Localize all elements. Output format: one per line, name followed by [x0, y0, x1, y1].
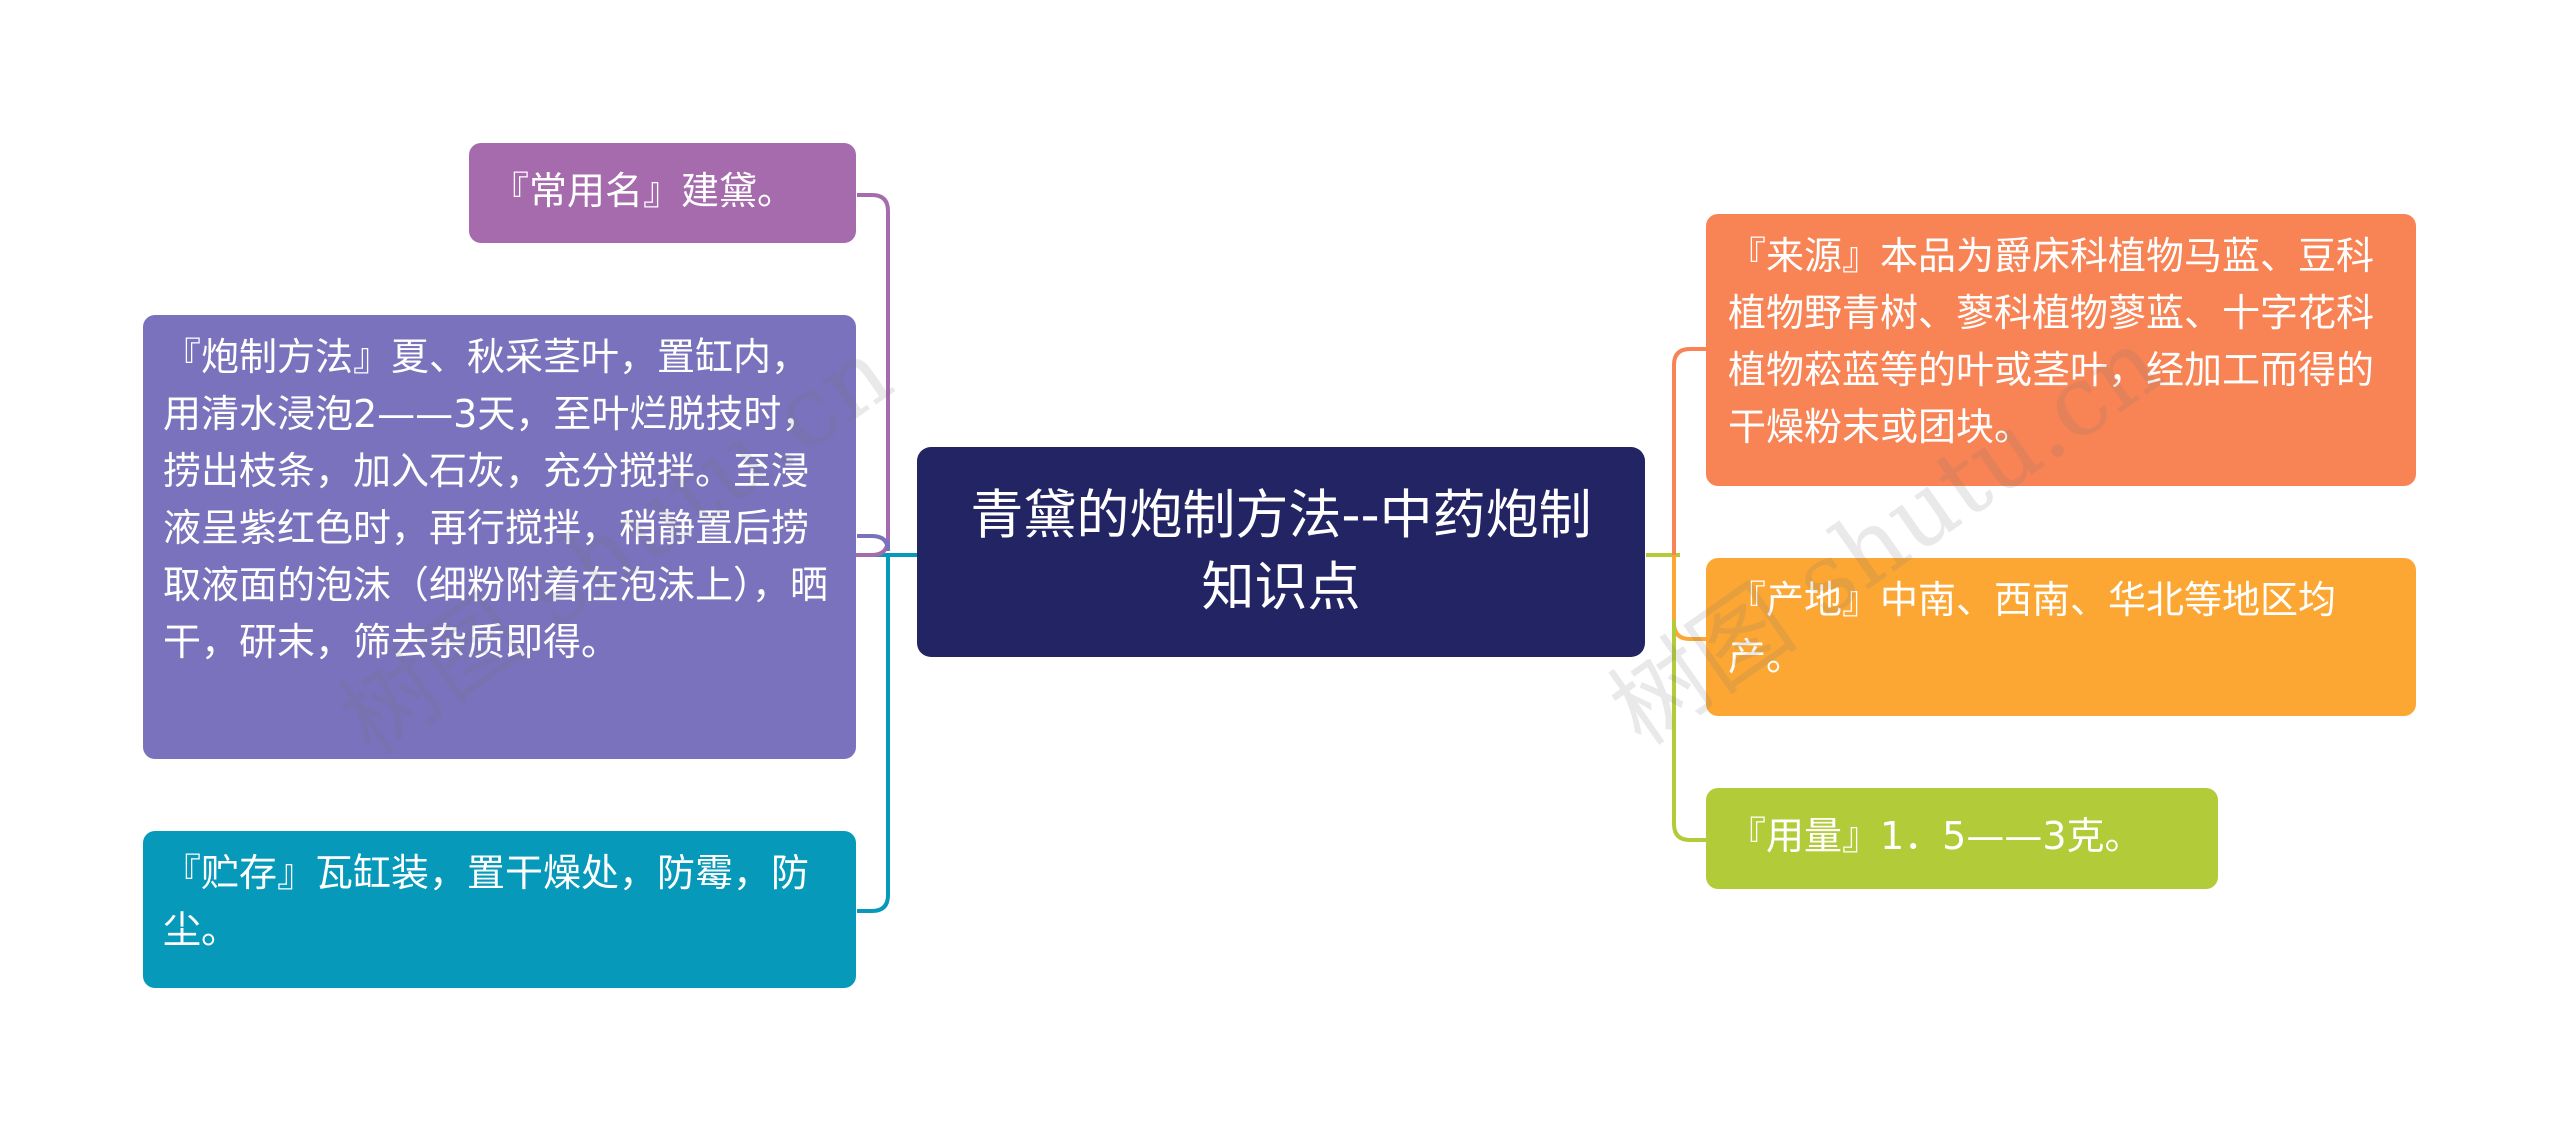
connector-left-bottom [857, 555, 890, 913]
connector-right-top [1672, 347, 1706, 555]
connector-right-mid [1672, 555, 1706, 641]
topic-node-source[interactable]: 『来源』本品为爵床科植物马蓝、豆科植物野青树、蓼科植物蓼蓝、十字花科植物菘蓝等的… [1706, 214, 2416, 486]
topic-text: 『用量』1．5——3克。 [1728, 814, 2143, 858]
connector-left-top [856, 193, 890, 557]
topic-node-origin[interactable]: 『产地』中南、西南、华北等地区均产。 [1706, 558, 2416, 716]
topic-node-processing-method[interactable]: 『炮制方法』夏、秋采茎叶，置缸内，用清水浸泡2——3天，至叶烂脱技时，捞出枝条，… [143, 315, 856, 759]
central-topic-title: 青黛的炮制方法--中药炮制知识点 [970, 485, 1592, 618]
topic-node-storage[interactable]: 『贮存』瓦缸装，置干燥处，防霉，防尘。 [143, 831, 856, 988]
topic-text: 『产地』中南、西南、华北等地区均产。 [1728, 578, 2337, 679]
topic-text: 『来源』本品为爵床科植物马蓝、豆科植物野青树、蓼科植物蓼蓝、十字花科植物菘蓝等的… [1728, 234, 2375, 449]
topic-text: 『常用名』建黛。 [491, 169, 796, 213]
topic-node-dosage[interactable]: 『用量』1．5——3克。 [1706, 788, 2218, 889]
central-topic-node[interactable]: 青黛的炮制方法--中药炮制知识点 [917, 447, 1645, 657]
topic-text: 『炮制方法』夏、秋采茎叶，置缸内，用清水浸泡2——3天，至叶烂脱技时，捞出枝条，… [163, 335, 829, 664]
connector-left-mid [857, 534, 890, 552]
topic-text: 『贮存』瓦缸装，置干燥处，防霉，防尘。 [163, 851, 810, 952]
topic-node-common-name[interactable]: 『常用名』建黛。 [469, 143, 856, 243]
connector-right-bottom [1672, 620, 1706, 842]
